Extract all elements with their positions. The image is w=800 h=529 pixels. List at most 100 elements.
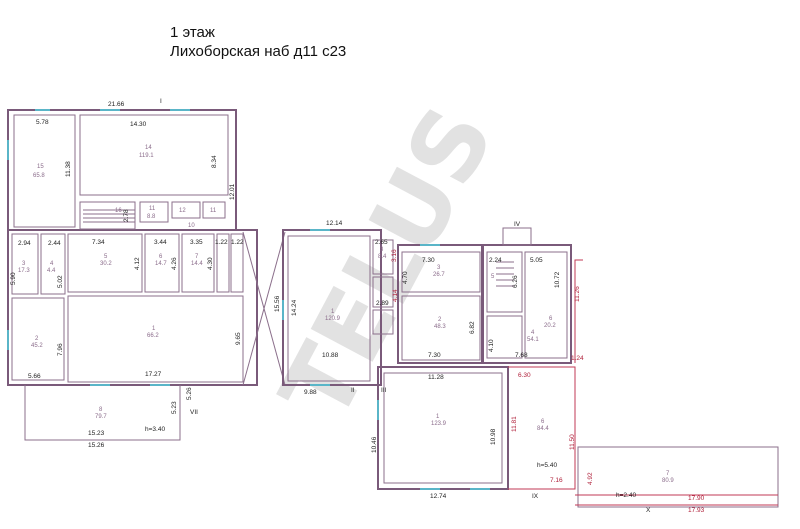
dimension-label: 4.12: [134, 257, 141, 270]
room-number: 6: [159, 254, 163, 260]
room-11a-outline: [139, 201, 169, 223]
dimension-label: 7.30: [422, 257, 435, 264]
room-area: 14.7: [155, 261, 167, 267]
floor-title: 1 этаж: [170, 24, 215, 41]
room-area: 14.4: [191, 261, 203, 267]
dimension-label: 10.98: [490, 428, 497, 445]
room-number: 10: [188, 223, 195, 229]
dimension-label: 4.10: [488, 339, 495, 352]
room-area: 4.4: [47, 268, 56, 274]
dimension-label: 5.05: [530, 257, 543, 264]
room-area: 79.7: [95, 414, 107, 420]
room-12-outline: [171, 201, 201, 219]
room-number: 11: [210, 208, 217, 214]
room-area: 80.9: [662, 478, 674, 484]
room-4-outline: [486, 315, 523, 359]
dimension-label: 11.26: [574, 286, 581, 302]
dimension-label: 5.66: [28, 373, 41, 380]
dimension-label: 15.26: [88, 442, 105, 449]
dimension-label: 17.27: [145, 371, 162, 378]
dimension-label: 21.66: [108, 101, 125, 108]
room-number: 2: [35, 336, 39, 342]
room-area: 8.8: [147, 214, 156, 220]
dimension-label: 4.70: [402, 271, 409, 284]
dimension-label: 7.34: [92, 239, 105, 246]
room-1-outline: [67, 295, 244, 383]
dimension-label: 2.89: [376, 300, 389, 307]
room-area: 8.4: [378, 254, 387, 260]
room-number: 7: [195, 254, 199, 260]
room-number: 2: [438, 317, 442, 323]
dimension-label: 11.38: [65, 161, 72, 177]
axis-marker: VII: [190, 409, 198, 416]
dimension-label: 2.24: [489, 257, 502, 264]
room-16-outline: [79, 201, 136, 230]
room-4-outline: [40, 233, 66, 295]
room-6-outline: [144, 233, 180, 293]
room-number: 7: [666, 471, 670, 477]
room-3a-outline: [372, 276, 394, 308]
dimension-label: 4.30: [207, 257, 214, 270]
dimension-label: 6.82: [469, 321, 476, 334]
room-area: 17.3: [18, 268, 30, 274]
room-number: 15: [37, 164, 44, 170]
connector-line: [242, 231, 286, 386]
room-number: 4: [531, 330, 535, 336]
room-area: 45.2: [31, 343, 43, 349]
room-number: 6: [549, 316, 553, 322]
ceiling-height-label: h=2.40: [616, 492, 636, 499]
lower-right-building: [377, 259, 779, 508]
dimension-label: 11.28: [428, 374, 444, 381]
room-number: 11: [149, 206, 156, 212]
room-7-block: [577, 446, 779, 508]
vestibule-outline: [502, 227, 532, 246]
dimension-label: 11.50: [569, 434, 576, 450]
room-15-outline: [13, 114, 76, 228]
room-area: 66.2: [147, 333, 159, 339]
room-number: 3: [437, 265, 441, 271]
room-14-outline: [79, 114, 229, 196]
room-7-outline: [181, 233, 215, 293]
ceiling-height-label: h=5.40: [537, 462, 557, 469]
room-number: 12: [179, 208, 186, 214]
room-11b-outline: [202, 201, 226, 219]
dimension-label: 8.34: [211, 155, 218, 168]
room-number: 1: [331, 309, 335, 315]
dimension-label: 1.24: [571, 355, 584, 362]
dimension-label: 2.94: [18, 240, 31, 247]
room-6-outline: [524, 251, 568, 359]
dimension-label: 3.35: [190, 239, 203, 246]
axis-marker: IV: [514, 221, 521, 228]
left-building: [7, 109, 258, 441]
address-title: Лихоборская наб д11 с23: [170, 43, 347, 60]
room-5-outline: [486, 251, 523, 313]
dimension-label: 5.90: [10, 272, 17, 285]
dimension-label: 7.30: [428, 352, 441, 359]
room-1-big-block: [377, 366, 509, 490]
dimension-label: 9.88: [304, 389, 317, 396]
left-lower-block: [7, 229, 258, 386]
room-wc2-outline: [230, 233, 244, 293]
axis-marker: I: [160, 98, 162, 105]
room-8-outline: [24, 385, 181, 441]
room-number: 8: [99, 407, 103, 413]
axis-marker: X: [646, 507, 651, 514]
red-dimension-line: [574, 259, 583, 363]
room-area: 26.7: [433, 272, 445, 278]
room-number: 3: [380, 247, 384, 253]
dimension-label: 6.26: [512, 275, 519, 288]
room-area: 123.9: [431, 421, 447, 427]
dimension-label: 15.23: [88, 430, 105, 437]
dimension-label: 17.93: [688, 507, 705, 514]
dimension-label: 4.92: [587, 472, 594, 485]
room-6-red-outline: [508, 366, 576, 490]
axis-marker: IX: [532, 493, 539, 500]
left-upper-block: [7, 109, 237, 231]
room-number: 3: [22, 261, 26, 267]
dimension-label: 5.26: [186, 387, 193, 400]
dimension-label: 6.30: [518, 372, 531, 379]
dimension-label: 12.74: [430, 493, 447, 500]
dimension-label: 14.24: [291, 299, 298, 316]
dimension-label: 11.81: [511, 416, 518, 432]
dimension-label: 12.14: [326, 220, 343, 227]
